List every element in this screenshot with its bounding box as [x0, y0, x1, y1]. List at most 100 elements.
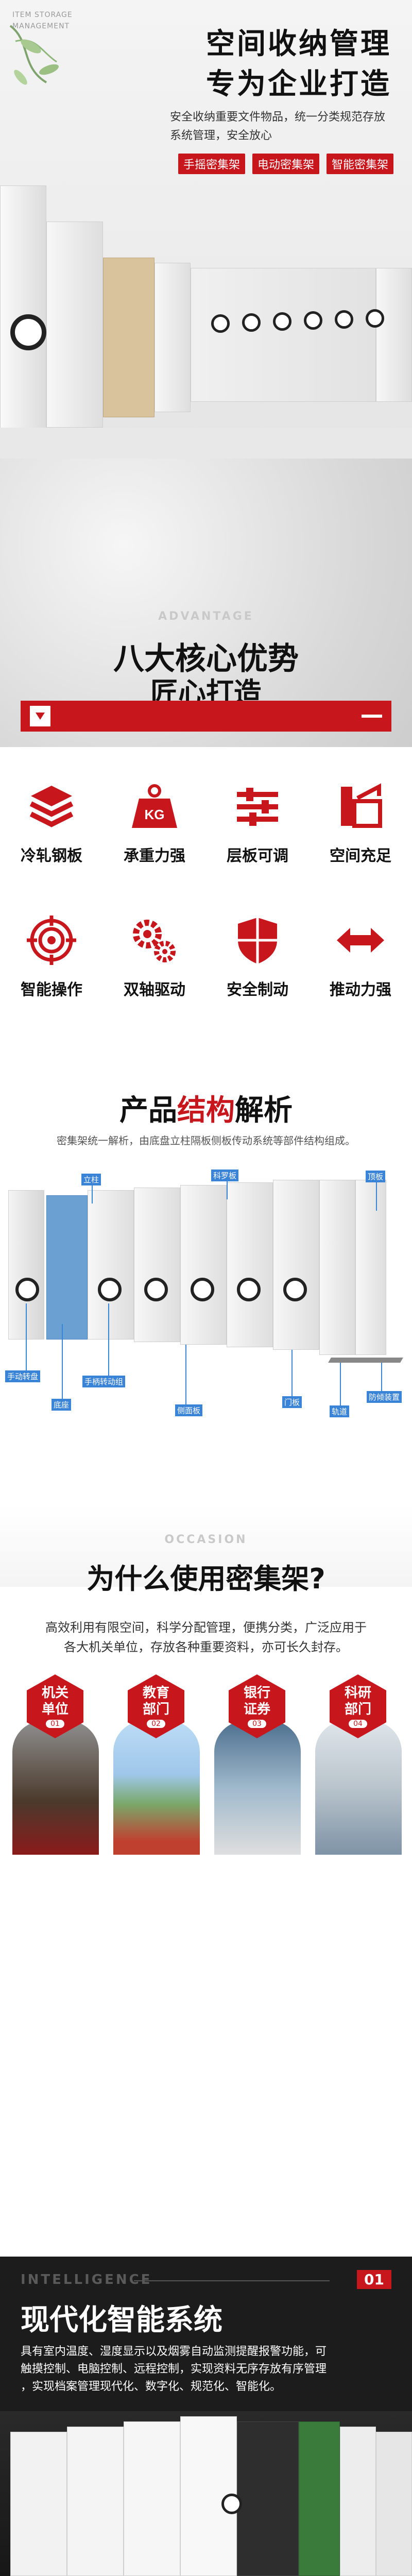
handwheel-icon — [98, 1278, 122, 1301]
callout-chassis: 底座 — [52, 1399, 72, 1411]
hero-storage-line1: ITEM STORAGE — [12, 11, 73, 19]
handwheel-icon — [237, 1278, 261, 1301]
handwheel-icon — [273, 312, 291, 331]
advantage-title-line1: 八大核心优势 — [113, 641, 299, 677]
electric-shelf-button[interactable]: 电动密集架 — [252, 154, 319, 174]
callout-handwheel-assembly: 手柄转动组 — [82, 1376, 126, 1387]
dash-icon — [362, 715, 382, 718]
why-ghost-title: OCCASION — [164, 1533, 248, 1546]
feature-safe-brake: 安全制动 — [206, 912, 309, 999]
why-section: OCCASION 为什么使用密集架? 高效利用有限空间，科学分配管理，便携分类，… — [0, 1504, 412, 2174]
expand-space-icon — [332, 778, 389, 835]
place-research-badge: 科研 部门 04 — [330, 1674, 386, 1738]
plant-decoration — [0, 21, 103, 144]
intelligence-description-line1: 具有室内温度、湿度显示以及烟雾自动监测提醒报警功能，可 — [21, 2345, 327, 2358]
shield-icon — [229, 912, 286, 969]
intelligence-section: INTELLIGENCE 01 现代化智能系统 具有室内温度、湿度显示以及烟雾自… — [0, 2257, 412, 2576]
smart-shelf-button[interactable]: 智能密集架 — [326, 154, 393, 174]
advantage-ghost-title: ADVANTAGE — [158, 610, 254, 623]
hero-title-line1: 空间收纳管理 — [206, 27, 391, 61]
intelligence-description: 具有室内温度、湿度显示以及烟雾自动监测提醒报警功能，可 触摸控制、电脑控制、远程… — [21, 2343, 391, 2396]
feature-label: 空间充足 — [330, 847, 391, 865]
feature-strong-push: 推动力强 — [309, 912, 412, 999]
callout-door: 门板 — [282, 1396, 302, 1408]
feature-smart-operation: 智能操作 — [0, 912, 103, 999]
structure-title-highlight: 结构 — [177, 1094, 235, 1127]
handwheel-icon — [242, 313, 261, 332]
why-description: 高效利用有限空间，科学分配管理，便携分类，广泛应用于 各大机关单位，存放各种重要… — [21, 1618, 391, 1657]
handwheel-icon — [211, 314, 230, 333]
place-label-line1: 机关 — [41, 1685, 68, 1701]
hero-description-line1: 安全收纳重要文件物品，统一分类规范存放 — [170, 111, 386, 124]
hero-title-line2: 专为企业打造 — [206, 67, 391, 101]
hero-category-buttons: 手摇密集架 电动密集架 智能密集架 — [178, 154, 393, 174]
handwheel-icon — [144, 1278, 168, 1301]
handwheel-icon — [191, 1278, 214, 1301]
place-label-line1: 教育 — [142, 1685, 169, 1701]
feature-dual-axis: 双轴驱动 — [103, 912, 206, 999]
feature-label: 安全制动 — [227, 981, 288, 999]
feature-ample-space: 空间充足 — [309, 778, 412, 866]
down-arrow-icon — [30, 706, 50, 726]
intelligence-description-line2: 触摸控制、电脑控制、远程控制，实现资料无序存放有序管理 — [21, 2363, 327, 2376]
why-description-line1: 高效利用有限空间，科学分配管理，便携分类，广泛应用于 — [45, 1620, 367, 1635]
adjustable-slider-icon — [229, 778, 286, 835]
hero-description-line2: 系统管理，安全放心 — [170, 129, 272, 142]
laboratory-photo — [315, 1721, 402, 1855]
feature-label: 层板可调 — [227, 847, 288, 865]
feature-label: 推动力强 — [330, 981, 391, 999]
intelligence-ghost-title: INTELLIGENCE — [21, 2272, 152, 2287]
hero-storage-line2: MANAGEMENT — [12, 22, 70, 30]
school-photo — [113, 1721, 200, 1855]
place-number: 01 — [46, 1720, 64, 1728]
structure-title-part2: 解析 — [235, 1094, 293, 1127]
handwheel-icon — [283, 1278, 307, 1301]
intelligence-description-line3: ，实现档案管理现代化、数字化、规范化、智能化。 — [21, 2380, 282, 2393]
place-label-line2: 证券 — [243, 1702, 270, 1717]
advantage-red-bar — [21, 701, 391, 732]
structure-section: 产品结构解析 密集架统一解析，由底盘立柱隔板侧板传动系统等部件结构组成。 立柱 … — [0, 1056, 412, 1504]
handwheel-icon — [15, 1278, 39, 1301]
feature-adjustable-shelf: 层板可调 — [206, 778, 309, 866]
place-label-line2: 部门 — [344, 1702, 371, 1717]
place-label-line1: 科研 — [344, 1685, 371, 1701]
gears-icon — [126, 912, 183, 969]
callout-top-board: 顶板 — [366, 1171, 386, 1182]
place-education-badge: 教育 部门 02 — [128, 1674, 184, 1738]
callout-side-panel: 侧面板 — [175, 1404, 203, 1416]
feature-label: 双轴驱动 — [124, 981, 185, 999]
intelligence-title: 现代化智能系统 — [21, 2303, 222, 2337]
marble-background — [0, 459, 412, 747]
hero-storage-en: ITEM STORAGE MANAGEMENT — [12, 9, 84, 32]
manual-shelf-button[interactable]: 手摇密集架 — [178, 154, 245, 174]
handwheel-icon — [335, 310, 353, 329]
feature-load-capacity: KG 承重力强 — [103, 778, 206, 866]
why-description-line2: 各大机关单位，存放各种重要资料，亦可长久封存。 — [64, 1640, 348, 1654]
structure-title: 产品结构解析 — [0, 1087, 412, 1129]
structure-title-part1: 产品 — [119, 1094, 177, 1127]
steel-plate-icon — [23, 778, 80, 835]
structure-subtitle: 密集架统一解析，由底盘立柱隔板侧板传动系统等部件结构组成。 — [57, 1134, 355, 1147]
place-label-line2: 部门 — [142, 1702, 169, 1717]
feature-steel-plate: 冷轧钢板 — [0, 778, 103, 866]
intelligence-badge: 01 — [357, 2270, 391, 2289]
callout-rail: 轨道 — [330, 1405, 350, 1417]
callout-handwheel: 手动转盘 — [5, 1370, 41, 1382]
handwheel-icon — [366, 309, 384, 328]
callout-anti-tip: 防倾装置 — [367, 1391, 402, 1403]
feature-label: 智能操作 — [21, 981, 82, 999]
place-label-line1: 银行 — [243, 1685, 270, 1701]
why-background — [0, 1504, 412, 1587]
handwheel-icon — [10, 314, 46, 350]
hero-section: ITEM STORAGE MANAGEMENT 空间收纳管理 专为企业打造 安全… — [0, 0, 412, 459]
place-number: 04 — [349, 1720, 367, 1728]
intelligence-header — [0, 2257, 412, 2360]
bank-photo — [214, 1721, 301, 1855]
divider — [134, 2280, 330, 2281]
push-arrows-icon — [332, 912, 389, 969]
place-number: 03 — [248, 1720, 266, 1728]
smart-shelves-photo — [0, 2411, 412, 2576]
kg-weight-icon: KG — [126, 778, 183, 835]
government-office-photo — [12, 1721, 99, 1855]
place-bank-badge: 银行 证券 03 — [229, 1674, 285, 1738]
